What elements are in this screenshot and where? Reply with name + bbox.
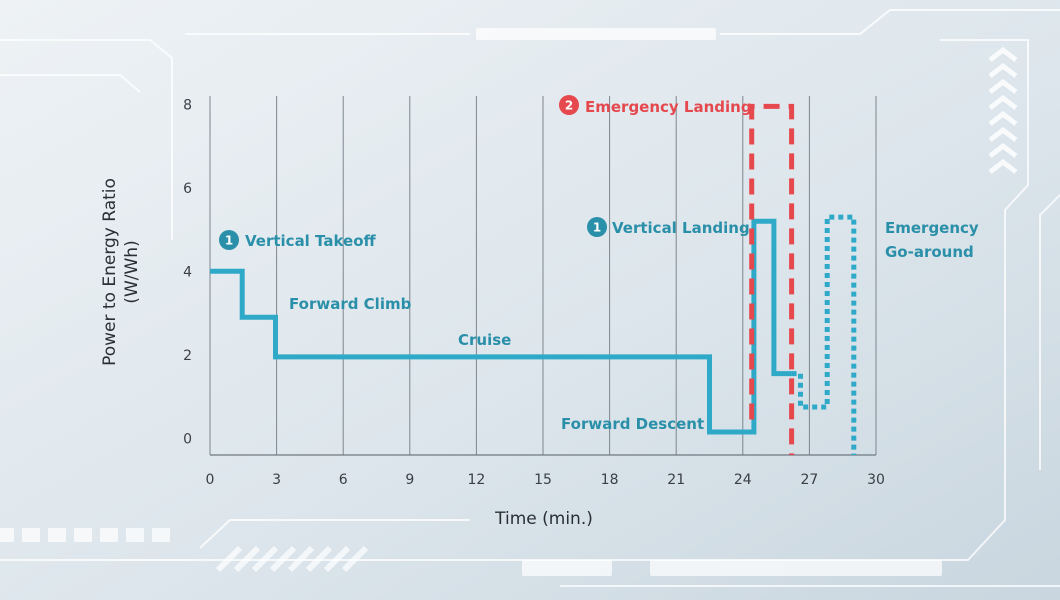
label-emergency-landing: Emergency Landing [585,98,752,116]
x-tick-label: 18 [601,472,619,488]
x-tick-label: 30 [867,472,885,488]
label-cruise: Cruise [458,331,511,349]
badge-1-icon [219,230,239,250]
x-axis-title: Time (min.) [494,509,593,529]
x-tick-label: 6 [339,472,348,488]
x-tick-label: 0 [206,472,215,488]
annotation-vertical-landing: 1 Vertical Landing [587,217,750,237]
y-tick-label: 2 [183,348,192,364]
decorative-frame [0,9,1060,587]
annotation-emergency-landing: 2 Emergency Landing [559,95,752,116]
badge-number: 1 [225,234,233,248]
y-axis-title: Power to Energy Ratio (W/Wh) [100,178,142,366]
label-emergency: Emergency [885,219,979,237]
label-go-around: Go-around [885,243,974,261]
badge-1-icon [587,217,607,237]
decorative-hatch [215,545,369,573]
x-tick-label: 27 [800,472,818,488]
y-axis-title-line1: Power to Energy Ratio [100,178,120,366]
x-tick-label: 24 [734,472,752,488]
series-layer [210,103,857,455]
x-tick-label: 21 [667,472,685,488]
y-tick-label: 4 [183,264,192,280]
label-vertical-takeoff: Vertical Takeoff [245,232,377,250]
y-axis-title-line2: (W/Wh) [122,240,142,303]
series-line-1 [749,103,795,455]
badge-2-icon [559,95,579,115]
y-tick-label: 0 [183,431,192,447]
label-vertical-landing: Vertical Landing [612,219,750,237]
badge-number: 1 [593,221,601,235]
label-forward-climb: Forward Climb [289,295,412,313]
x-tick-label: 3 [272,472,281,488]
x-tick-label: 12 [467,472,485,488]
chevron-stack-icon [988,46,1018,174]
y-tick-label: 6 [183,181,192,197]
decorative-blocks [0,28,942,576]
annotation-vertical-takeoff: 1 Vertical Takeoff [219,230,377,250]
x-tick-label: 15 [534,472,552,488]
series-line-0 [210,218,792,435]
y-tick-label: 8 [183,97,192,113]
label-forward-descent: Forward Descent [561,415,704,433]
badge-number: 2 [565,99,573,113]
x-tick-label: 9 [405,472,414,488]
grid [209,96,877,455]
